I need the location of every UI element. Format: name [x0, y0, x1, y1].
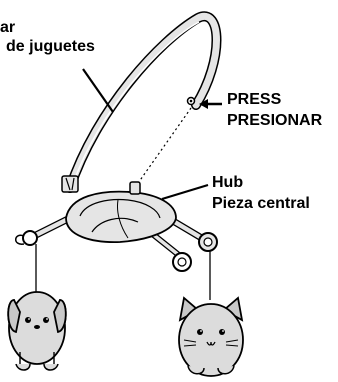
arm-label-line1: ar [0, 19, 16, 36]
hub-label-en: Hub [212, 174, 244, 191]
arm-leader-line [82, 68, 114, 113]
arm-label-line2: de juguetes [6, 38, 95, 55]
hub [15, 181, 218, 272]
alignment-dotted-line [135, 107, 192, 187]
toy-arm [61, 11, 222, 193]
press-label-en: PRESS [227, 91, 282, 108]
press-label-es: PRESIONAR [227, 112, 323, 129]
dog-plush [7, 291, 67, 371]
hub-leader-line [161, 183, 209, 201]
cat-plush [178, 296, 244, 377]
hub-label-es: Pieza central [212, 195, 310, 212]
press-arrow [199, 99, 222, 109]
